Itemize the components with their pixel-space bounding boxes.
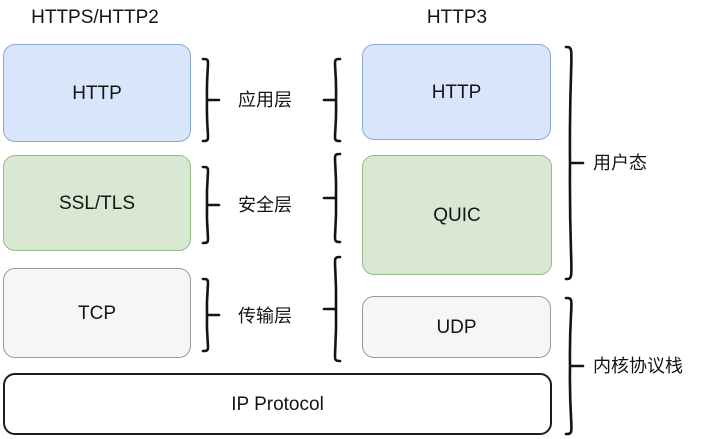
mode-label-user-mode: 用户态 [593, 153, 647, 173]
layer-label-application: 应用层 [238, 90, 292, 110]
box-left-tcp: TCP [3, 268, 191, 358]
column-title-right: HTTP3 [426, 7, 488, 28]
brace-right-security-layer [322, 152, 342, 244]
box-right-udp: UDP [362, 296, 551, 358]
brace-right-transport-layer [322, 255, 342, 363]
layer-label-transport: 传输层 [238, 306, 292, 326]
brace-right-application-layer [322, 57, 342, 143]
mode-label-kernel-stack: 内核协议栈 [593, 356, 683, 376]
box-ip-protocol: IP Protocol [3, 373, 552, 435]
box-right-http: HTTP [362, 44, 551, 140]
box-left-ssltls: SSL/TLS [3, 155, 191, 251]
box-left-http: HTTP [3, 44, 191, 142]
layer-label-security: 安全层 [238, 195, 292, 215]
column-title-left: HTTPS/HTTP2 [31, 7, 159, 28]
brace-left-application-layer [201, 57, 221, 143]
box-right-quic: QUIC [362, 155, 552, 275]
brace-user-mode [563, 45, 585, 283]
brace-left-transport-layer [201, 277, 221, 353]
brace-left-security-layer [201, 165, 221, 245]
brace-kernel-stack [563, 296, 585, 438]
